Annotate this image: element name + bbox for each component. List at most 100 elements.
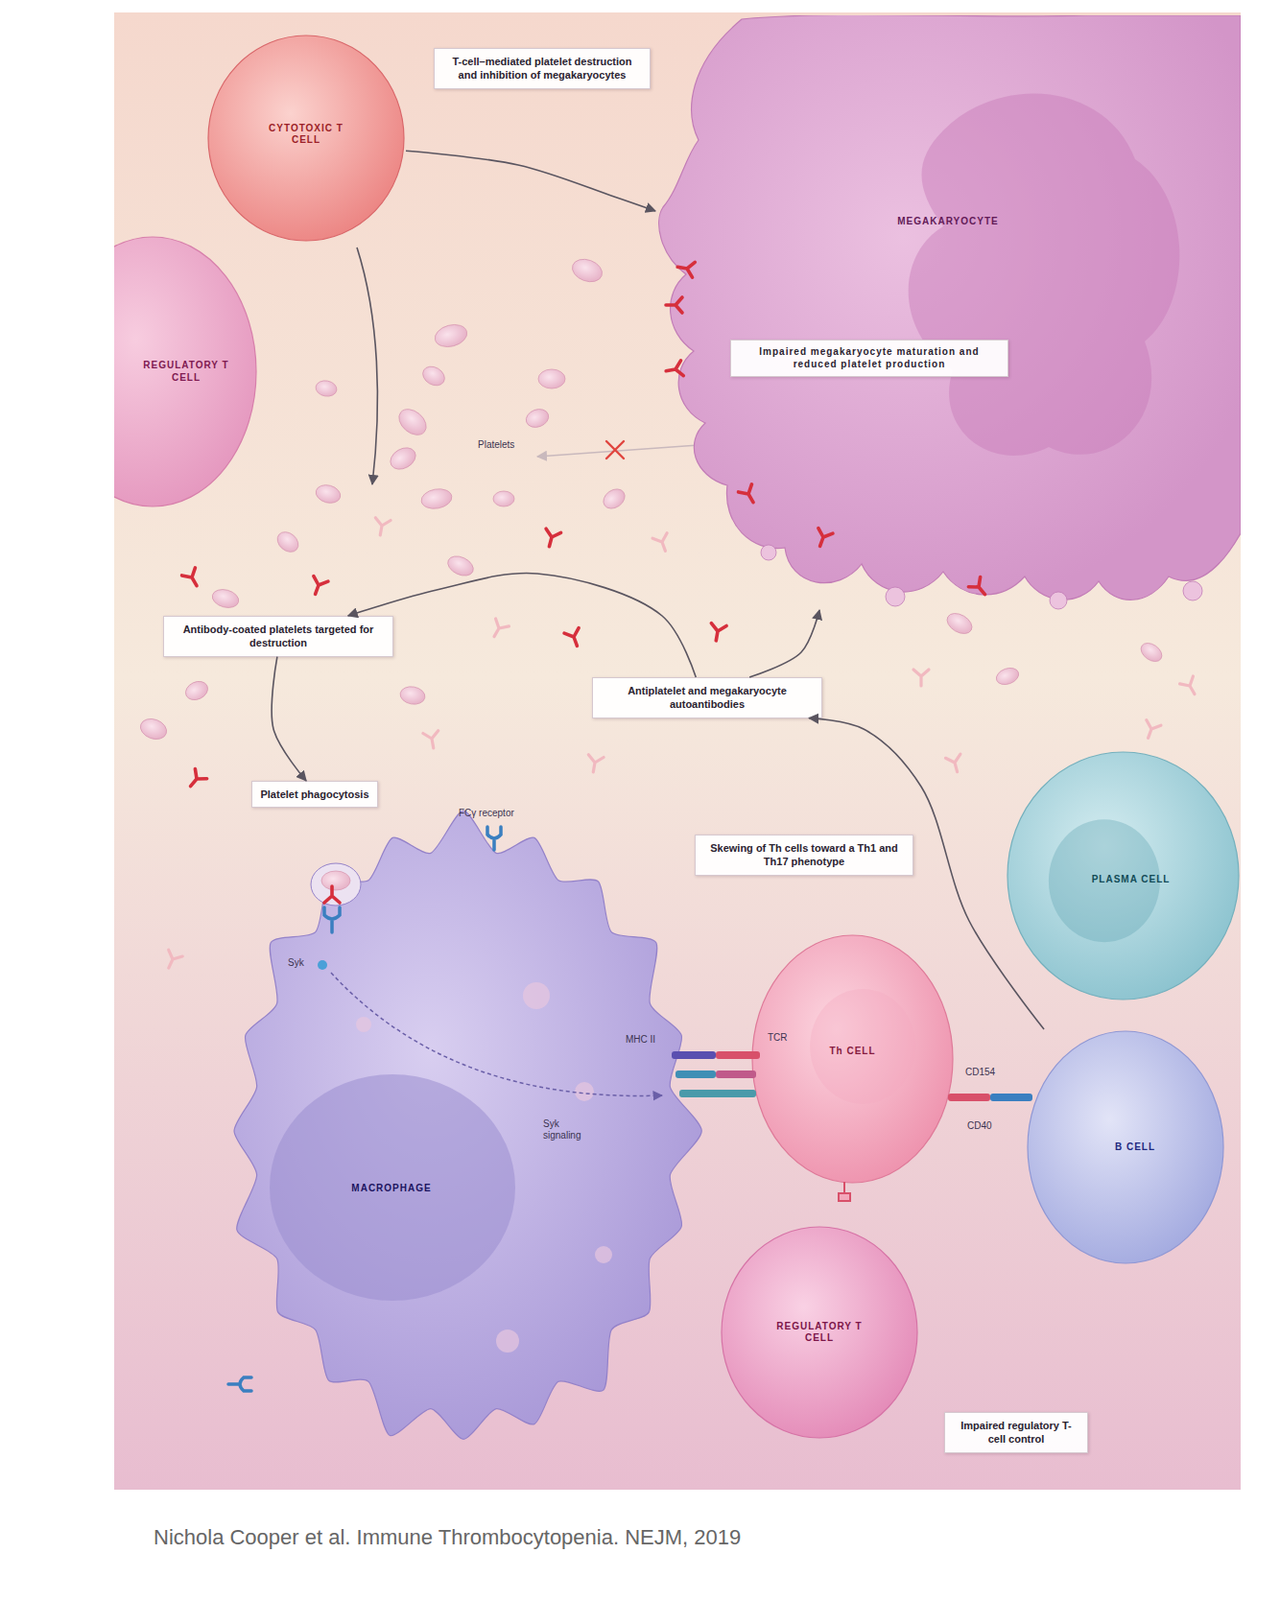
regulatory-t-cell: REGULATORY T CELL [719,1225,920,1441]
cell-label: PLASMA CELL [1078,874,1185,887]
mhc-tcr-synapse [671,1051,760,1098]
antibody [542,528,562,549]
cell-body [234,810,702,1440]
annotation-box: Skewing of Th cells toward a Th1 and Th1… [694,834,914,877]
annotation-box: Antiplatelet and megakaryocyte autoantib… [592,677,823,719]
cell-outline [655,15,1241,611]
b-cell: B CELL [1025,1029,1226,1266]
cell-outline [219,804,708,1460]
antibody [182,568,204,591]
platelet-bud [760,545,777,561]
antibody [564,628,585,649]
vesicle [594,1246,613,1264]
cell-label: Th CELL [805,1045,901,1059]
platelet [538,369,566,389]
costimulatory-receptor [715,1070,757,1079]
antibody [162,949,184,972]
cell-label: MACROPHAGE [324,1183,459,1196]
annotation-text: T-cell–mediated platelet destruction and… [442,54,642,83]
part-label: CD40 [967,1120,993,1133]
vesicle [496,1329,520,1353]
megakaryocyte: MEGAKARYOCYTEImpaired megakaryocyte matu… [655,15,1241,611]
syk-kinase [317,960,328,971]
platelet [314,379,338,399]
antibody [372,518,391,538]
phagocytic-cup [310,863,361,906]
annotation-text: Impaired megakaryocyte maturation and re… [738,346,1000,371]
plasma-cell: PLASMA CELL [1005,750,1241,1002]
platelet [432,321,471,351]
helper-t-cell: Th CELL [750,933,955,1186]
surface-receptor [838,1182,851,1202]
mhc-ii [671,1051,716,1060]
platelet [394,403,432,440]
platelet [943,609,975,639]
platelet-bud [1183,581,1203,601]
tcr [715,1051,760,1060]
platelet [1137,640,1166,666]
regulatory-t-cell: REGULATORY T CELL [114,235,259,509]
connector-arrow [348,573,697,678]
antibody [1180,676,1202,699]
part-label: Syk [287,957,305,970]
vesicle [355,1017,372,1033]
antibody [184,768,207,791]
cell-label: REGULATORY T CELL [766,1321,873,1346]
antibody [585,755,604,775]
cell-label: REGULATORY T CELL [133,359,239,384]
vesicle [522,982,550,1010]
annotation-text: Antibody-coated platelets targeted for d… [171,622,385,651]
cd154 [948,1093,991,1102]
annotation-text: Impaired regulatory T-cell control [952,1419,1080,1447]
annotation-box: T-cell–mediated platelet destruction and… [433,47,651,90]
annotation-box: Impaired megakaryocyte maturation and re… [730,339,1009,378]
fc-receptor [228,1377,252,1392]
adhesion-pair [679,1090,757,1098]
connector-arrow [749,610,820,678]
block-cross [606,441,624,459]
antibody [308,576,329,597]
cell-body [659,15,1241,600]
cell-label: CYTOTOXIC T CELL [258,122,355,147]
part-label: CD154 [965,1066,996,1079]
cell-body [721,1227,918,1439]
part-label: FCγ receptor [458,807,515,820]
annotation-text: Skewing of Th cells toward a Th1 and Th1… [703,841,905,870]
antibody [652,533,673,554]
platelet [399,685,427,707]
cell-body [114,237,257,507]
platelet [321,871,351,891]
cell-body [752,935,953,1184]
cd154-cd40-pair [948,1093,1033,1102]
platelet [568,255,606,286]
antibody [708,623,727,643]
platelet [419,362,449,390]
antibody [423,731,442,751]
cell-body [208,35,404,241]
part-label: TCR [767,1032,788,1044]
platelet [210,587,241,612]
antibody [945,754,965,775]
macrophage: MACROPHAGE [219,804,708,1460]
connector-arrow [405,150,656,212]
platelet-bud [885,587,905,607]
cd40 [990,1093,1033,1102]
platelet [313,482,343,506]
platelet [273,527,303,556]
part-label: Syk signaling [543,1118,597,1142]
figure-caption: Nichola Cooper et al. Immune Thrombocyto… [153,1525,741,1551]
figure-panel [114,12,1241,1491]
platelet [445,552,477,580]
vesicle [574,1082,594,1102]
costimulatory-ligand [675,1070,716,1079]
cell-outline [750,933,955,1186]
cell-body [1007,752,1239,1000]
platelet [994,664,1021,688]
cell-label: B CELL [1087,1141,1184,1155]
platelet [386,443,420,474]
part-label: MHC II [625,1034,656,1046]
annotation-box: Antibody-coated platelets targeted for d… [163,616,394,658]
